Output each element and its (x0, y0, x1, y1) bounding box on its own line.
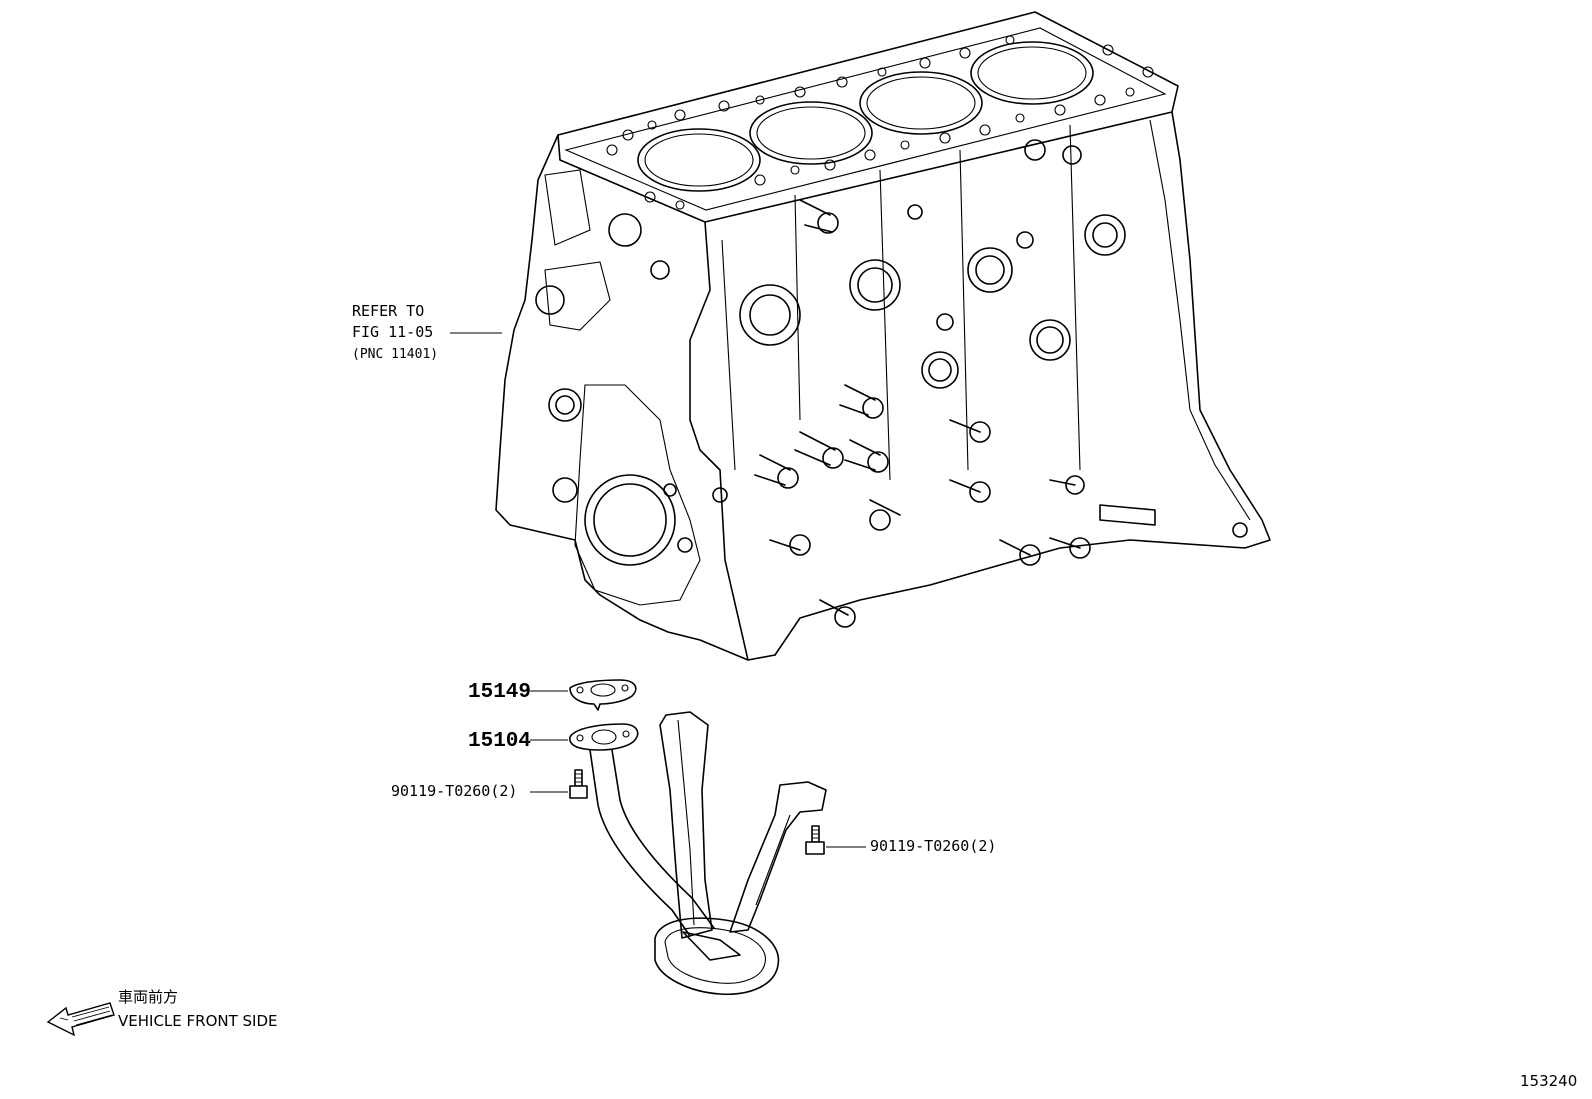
front-side-label-english: VEHICLE FRONT SIDE (118, 1012, 278, 1030)
bolt-right-illustration (805, 825, 866, 855)
refer-callout-line1: REFER TO (352, 302, 425, 320)
bolt-part-number-left: 90119-T0260(2) (391, 782, 518, 800)
bolt-left-illustration (530, 769, 588, 799)
figure-id: 153240 (1520, 1072, 1578, 1090)
part-number-15104: 15104 (468, 730, 532, 753)
refer-callout-line3: (PNC 11401) (352, 347, 439, 362)
oil-strainer-15104-illustration (530, 711, 827, 995)
gasket-15149-illustration (530, 679, 637, 711)
engine-block-illustration (495, 11, 1271, 661)
refer-callout-line2: FIG 11-05 (352, 323, 434, 341)
front-side-label-japanese: 車両前方 (118, 988, 179, 1006)
part-number-15149: 15149 (468, 681, 532, 704)
bolt-part-number-right: 90119-T0260(2) (870, 837, 997, 855)
vehicle-front-arrow-icon (46, 1002, 115, 1037)
